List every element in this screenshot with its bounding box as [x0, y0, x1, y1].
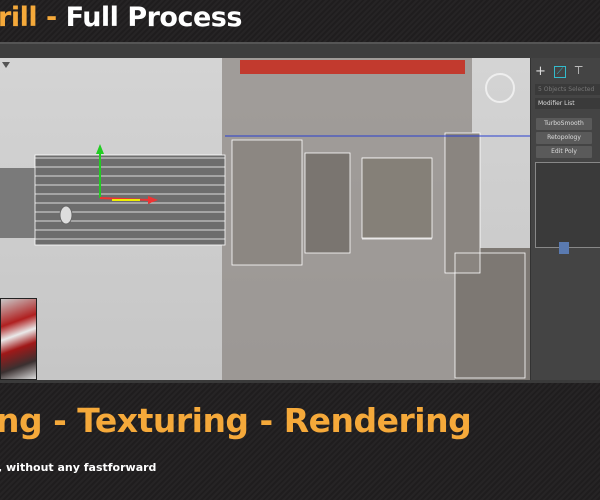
hierarchy-icon[interactable]: ⊤ — [573, 64, 584, 77]
turbosmooth-button[interactable]: TurboSmooth — [536, 118, 592, 130]
viewport-menu-icon — [2, 62, 10, 68]
top-banner: rill - Full Process — [0, 0, 600, 42]
pin-stack-icon[interactable] — [559, 242, 569, 254]
viewcube-icon — [485, 73, 515, 103]
drill-wireframe-model — [0, 58, 530, 380]
3d-viewport[interactable] — [0, 58, 530, 380]
video-caption: , without any fastforward — [0, 461, 157, 474]
retopology-button[interactable]: Retopology — [536, 132, 592, 144]
plus-icon[interactable]: + — [535, 64, 546, 79]
modifier-list-dropdown[interactable]: Modifier List — [535, 98, 600, 109]
viewport-toolbar — [0, 42, 600, 58]
modify-icon[interactable]: ⟋ — [553, 66, 566, 78]
presenter-thumbnail — [0, 298, 37, 380]
edit-poly-button[interactable]: Edit Poly — [536, 146, 592, 158]
command-panel: + ⟋ ⊤ 5 Objects Selected Modifier List T… — [530, 58, 600, 380]
video-subtitle: ng - Texturing - Rendering — [0, 401, 472, 440]
selection-name-field[interactable]: 5 Objects Selected — [535, 84, 600, 95]
modifier-stack[interactable] — [535, 162, 600, 248]
mouse-cursor-icon — [59, 205, 73, 225]
bottom-banner: ng - Texturing - Rendering , without any… — [0, 380, 600, 500]
video-title: rill - Full Process — [0, 2, 242, 33]
